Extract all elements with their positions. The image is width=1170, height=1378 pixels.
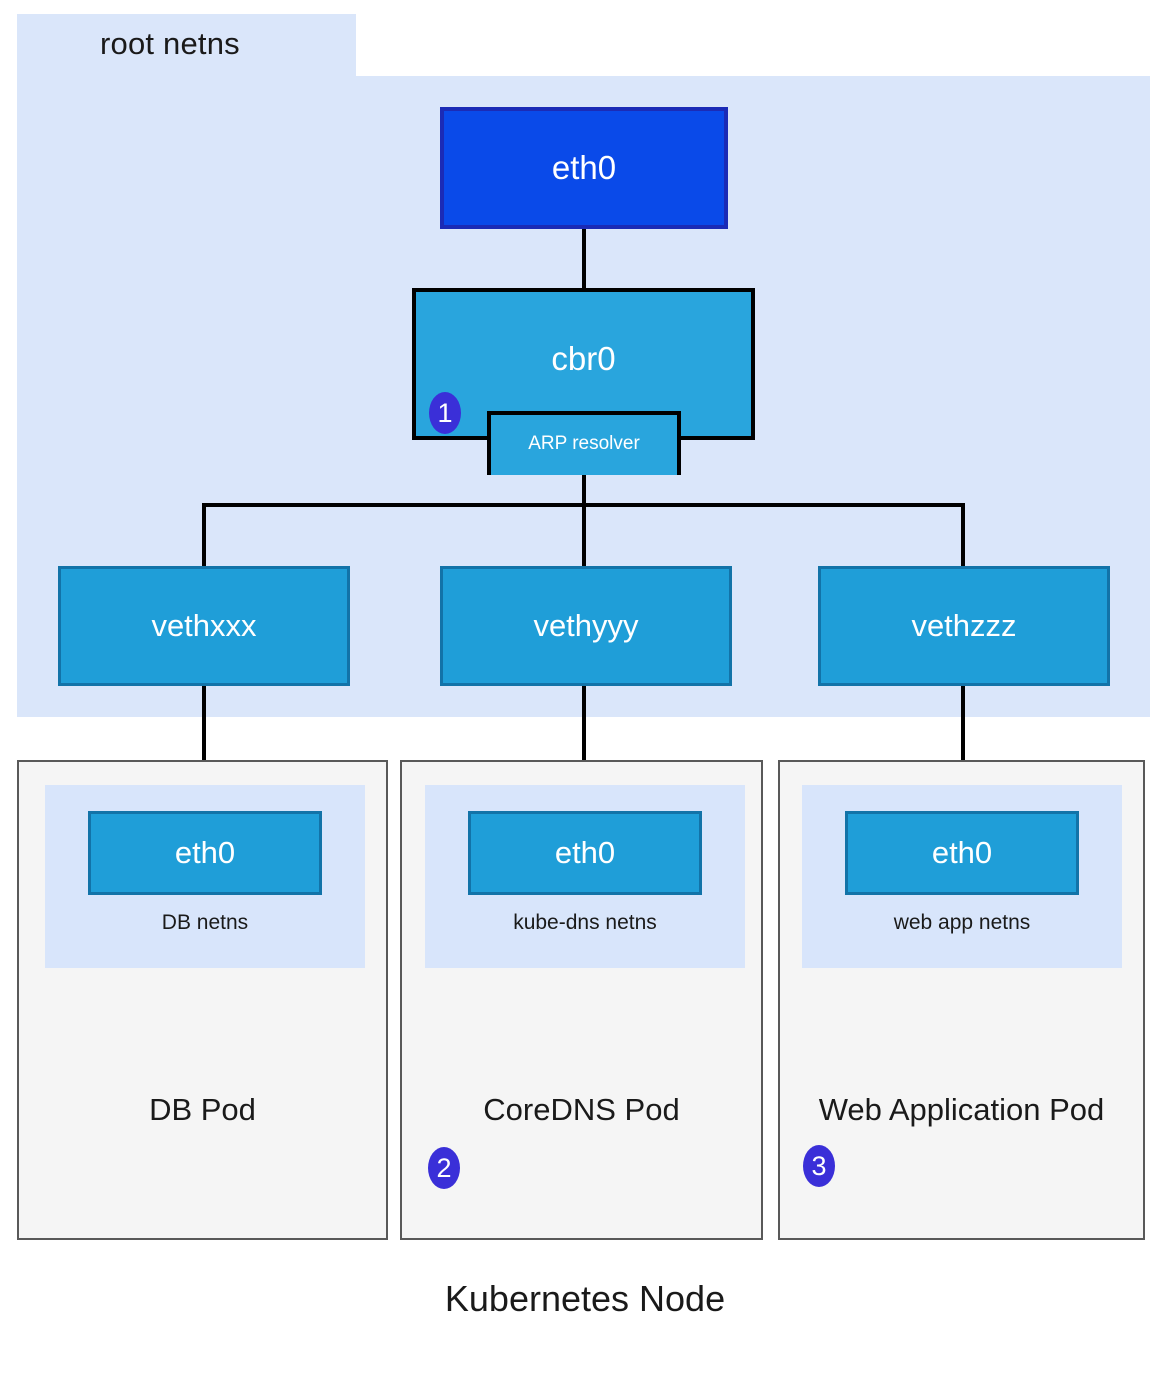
db-pod-label: DB Pod xyxy=(149,1092,256,1127)
coredns-pod-eth0-label: eth0 xyxy=(554,835,616,870)
diagram-caption: Kubernetes Node xyxy=(444,1278,726,1319)
webapp-pod-label: Web Application Pod xyxy=(818,1092,1105,1127)
cbr0-bridge-box[interactable]: cbr0 xyxy=(412,288,755,440)
host-eth0-box[interactable]: eth0 xyxy=(440,107,728,229)
arp-resolver-box[interactable]: ARP resolver xyxy=(487,411,681,475)
arp-resolver-label: ARP resolver xyxy=(528,433,640,454)
kube-dns-netns-region: eth0 kube-dns netns xyxy=(425,785,745,968)
kube-dns-netns-label: kube-dns netns xyxy=(513,911,657,934)
vethzzz-box[interactable]: vethzzz xyxy=(818,566,1110,686)
step-badge-1: 1 xyxy=(429,392,461,434)
root-netns-label-tab xyxy=(17,14,356,78)
step-badge-3-number: 3 xyxy=(811,1150,827,1181)
web-app-netns-region: eth0 web app netns xyxy=(802,785,1122,968)
host-eth0-label: eth0 xyxy=(551,149,617,186)
db-pod-eth0-box[interactable]: eth0 xyxy=(88,811,322,895)
step-badge-2-number: 2 xyxy=(436,1152,452,1183)
db-netns-label: DB netns xyxy=(161,911,249,934)
db-pod-eth0-label: eth0 xyxy=(174,835,236,870)
connector-vethxxx-to-db-eth0 xyxy=(202,684,206,812)
connector-vethyyy-to-dns-eth0 xyxy=(582,684,586,812)
pod-container-db[interactable]: eth0 DB netns DB Pod xyxy=(17,760,388,1240)
connector-eth0-to-cbr0 xyxy=(582,229,586,290)
webapp-pod-eth0-label: eth0 xyxy=(931,835,993,870)
db-netns-region: eth0 DB netns xyxy=(45,785,365,968)
connector-vethzzz-to-web-eth0 xyxy=(961,684,965,812)
connector-cbr0-to-trunk xyxy=(582,475,586,507)
root-netns-label: root netns xyxy=(100,26,240,61)
webapp-pod-eth0-box[interactable]: eth0 xyxy=(845,811,1079,895)
web-app-netns-label: web app netns xyxy=(893,911,1031,934)
vethyyy-box[interactable]: vethyyy xyxy=(440,566,732,686)
coredns-pod-eth0-box[interactable]: eth0 xyxy=(468,811,702,895)
pod-container-coredns[interactable]: eth0 kube-dns netns CoreDNS Pod xyxy=(400,760,763,1240)
vethxxx-box[interactable]: vethxxx xyxy=(58,566,350,686)
connector-trunk-to-vethzzz xyxy=(961,503,965,567)
vethyyy-label: vethyyy xyxy=(533,608,639,643)
pod-container-webapp[interactable]: eth0 web app netns Web Application Pod xyxy=(778,760,1145,1240)
connector-trunk-to-vethxxx xyxy=(202,503,206,567)
step-badge-2: 2 xyxy=(428,1147,460,1189)
connector-trunk-to-vethyyy xyxy=(582,503,586,567)
cbr0-label: cbr0 xyxy=(551,340,616,377)
coredns-pod-label: CoreDNS Pod xyxy=(483,1092,680,1127)
step-badge-1-number: 1 xyxy=(437,397,453,428)
vethzzz-label: vethzzz xyxy=(911,608,1017,643)
vethxxx-label: vethxxx xyxy=(151,608,257,643)
step-badge-3: 3 xyxy=(803,1145,835,1187)
